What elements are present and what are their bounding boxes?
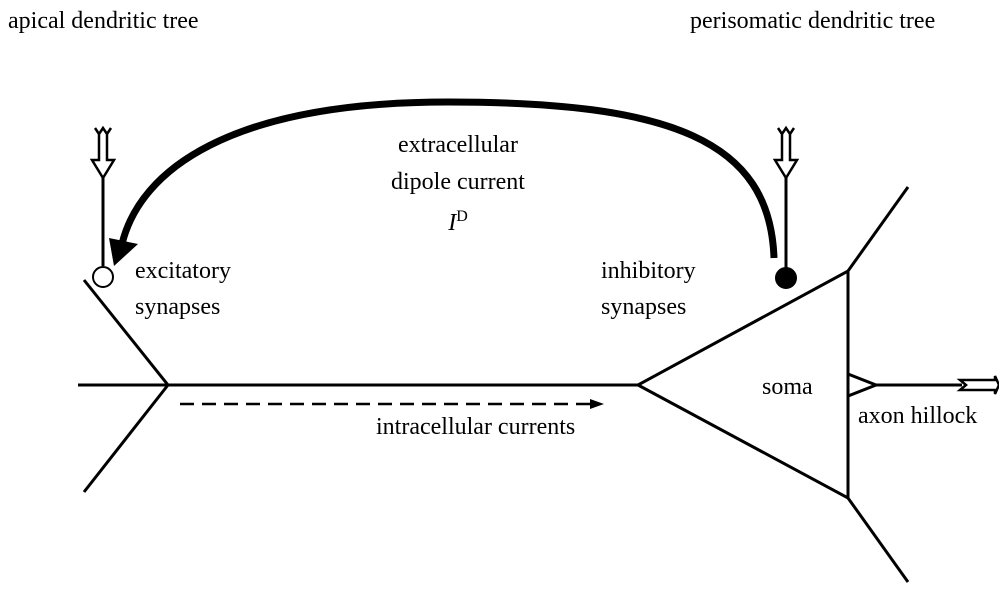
excitatory-synapse-icon (92, 266, 114, 288)
dipole-label-line2: dipole current (391, 169, 525, 195)
perisomatic-dendrite-upper (846, 186, 910, 272)
axon-output-arrow-icon (956, 375, 999, 395)
intracellular-current-arrowhead-icon (590, 399, 604, 409)
dipole-symbol: ID (338, 202, 578, 238)
perisomatic-dendrite-lower (846, 497, 910, 583)
perisomatic-tree-label: perisomatic dendritic tree (690, 8, 936, 34)
excitatory-label-line2: synapses (135, 294, 221, 320)
extracellular-dipole-arc (118, 98, 778, 259)
axon-hillock-label: axon hillock (858, 403, 978, 429)
inhibitory-label-line2: synapses (601, 294, 687, 320)
apical-dendrite-lower-branch (82, 384, 170, 493)
inhibitory-input-arrow-icon (772, 125, 800, 181)
dipole-label-line1: extracellular (398, 132, 518, 158)
intracellular-label: intracellular currents (376, 414, 576, 440)
axon-hillock-shape (846, 371, 881, 399)
dipole-symbol-superscript: D (456, 208, 468, 225)
apical-dendrite-upper-branch (82, 279, 170, 386)
soma-label: soma (762, 374, 813, 400)
apical-tree-label: apical dendritic tree (8, 8, 199, 34)
excitatory-input-arrow-icon (89, 125, 117, 181)
dipole-symbol-main: I (448, 210, 457, 236)
excitatory-label-line1: excitatory (135, 258, 231, 284)
inhibitory-synapse-icon (775, 267, 797, 289)
inhibitory-label-line1: inhibitory (601, 258, 696, 284)
extracellular-dipole-arrowhead-icon (109, 238, 138, 266)
